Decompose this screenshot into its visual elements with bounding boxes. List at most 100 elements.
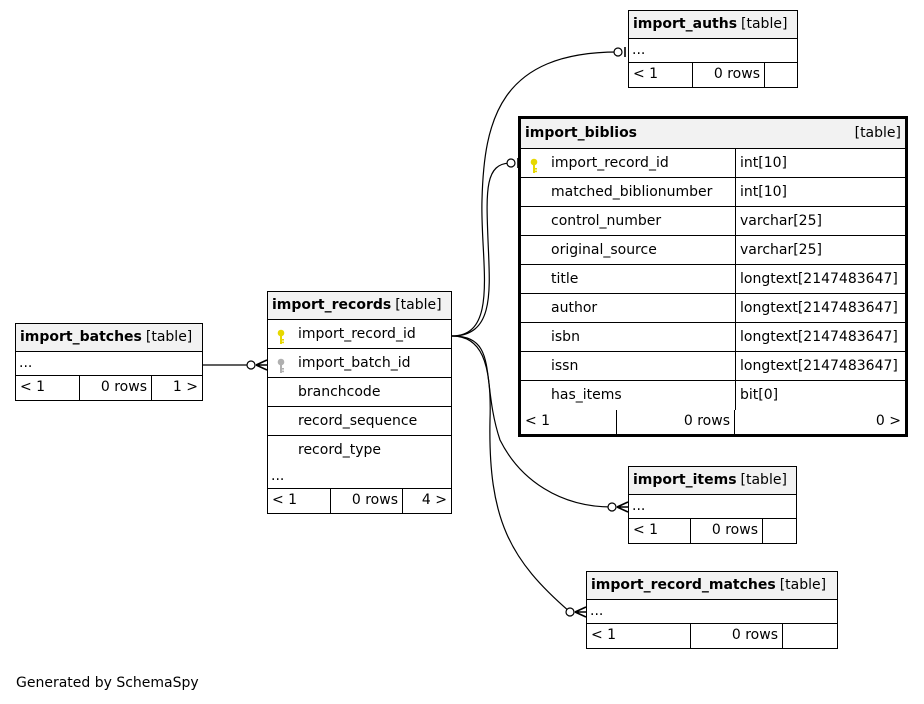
foreign-key-icon [276,356,286,373]
more-columns: ... [268,465,451,489]
column-name-text: isbn [551,329,580,345]
table-import-auths[interactable]: import_auths[table] ... < 1 0 rows [628,10,798,88]
parents-count[interactable]: < 1 [629,63,693,87]
row-count: 0 rows [80,376,152,400]
column-name-text: matched_biblionumber [551,184,713,200]
parents-count[interactable]: < 1 [521,410,617,434]
table-header: import_biblios [table] [521,119,905,149]
column-name-text: import_batch_id [298,355,411,371]
column-row[interactable]: matched_biblionumber int[10] [521,178,905,207]
edge-marker-matches-optional [565,607,575,617]
table-type-tag: [table] [741,16,788,32]
column-row[interactable]: has_items bit[0] [521,381,905,410]
primary-key-icon [529,156,539,173]
table-import-items[interactable]: import_items[table] ... < 1 0 rows [628,466,797,544]
column-name: import_record_id [268,320,451,348]
table-header: import_auths[table] [629,11,797,39]
column-name: title [521,265,735,293]
parents-count[interactable]: < 1 [629,519,691,543]
column-type: varchar[25] [735,236,905,264]
row-count: 0 rows [617,410,735,434]
column-name: matched_biblionumber [521,178,735,206]
column-name-text: issn [551,358,579,374]
parents-count[interactable]: < 1 [16,376,80,400]
column-name: isbn [521,323,735,351]
more-columns: ... [587,600,837,624]
column-row[interactable]: branchcode [268,378,451,407]
parents-count[interactable]: < 1 [268,489,331,513]
row-count: 0 rows [331,489,403,513]
column-name: original_source [521,236,735,264]
children-count[interactable]: 1 > [172,379,198,395]
edge-marker-records-optional [246,360,256,370]
edge-marker-records-many [255,359,268,371]
column-name-text: control_number [551,213,662,229]
table-name: import_auths [633,16,738,32]
column-type: longtext[2147483647] [735,352,905,380]
children-count[interactable] [783,624,837,648]
table-header: import_records[table] [268,292,451,320]
column-name-text: has_items [551,387,622,403]
children-count[interactable] [763,519,796,543]
table-header: import_items[table] [629,467,796,495]
column-row[interactable]: issn longtext[2147483647] [521,352,905,381]
row-count: 0 rows [691,519,763,543]
table-footer: < 1 0 rows [629,63,797,87]
column-name-text: import_record_id [551,155,669,171]
column-name: import_record_id [521,149,735,177]
more-columns: ... [629,495,796,519]
column-row[interactable]: record_type [268,436,451,465]
row-count: 0 rows [691,624,783,648]
column-row[interactable]: title longtext[2147483647] [521,265,905,294]
more-columns: ... [16,352,202,376]
column-type: longtext[2147483647] [735,265,905,293]
table-footer: < 1 0 rows 4 > [268,489,451,513]
table-footer: < 1 0 rows 0 > [521,410,905,434]
column-row[interactable]: import_batch_id [268,349,451,378]
more-columns: ... [629,39,797,63]
column-name: record_type [268,436,451,465]
table-name: import_items [633,472,737,488]
table-header: import_batches[table] [16,324,202,352]
edge-marker-items-optional [607,502,617,512]
children-count[interactable] [765,63,797,87]
column-type: int[10] [735,149,905,177]
edge-marker-items-many [616,501,629,513]
edge-records-biblios [451,162,512,337]
table-type-tag: [table] [145,329,193,345]
column-row[interactable]: record_sequence [268,407,451,436]
table-name: import_record_matches [591,577,776,593]
column-type: longtext[2147483647] [735,294,905,322]
column-type: bit[0] [735,381,905,410]
table-name: import_biblios [525,125,638,141]
column-row[interactable]: import_record_id int[10] [521,149,905,178]
column-name: author [521,294,735,322]
table-import-record-matches[interactable]: import_record_matches[table] ... < 1 0 r… [586,571,838,649]
column-name-text: import_record_id [298,326,416,342]
edge-marker-auths-optional [613,47,623,57]
children-count[interactable]: 0 > [875,413,901,429]
column-name-text: original_source [551,242,657,258]
table-footer: < 1 0 rows 1 > [16,376,202,400]
column-row[interactable]: import_record_id [268,320,451,349]
children-count[interactable]: 4 > [421,492,447,508]
column-name-text: record_type [298,442,381,458]
table-import-batches[interactable]: import_batches[table] ... < 1 0 rows 1 > [15,323,203,401]
table-footer: < 1 0 rows [629,519,796,543]
column-type: int[10] [735,178,905,206]
generated-by-label: Generated by SchemaSpy [16,675,199,691]
column-name-text: branchcode [298,384,381,400]
parents-count[interactable]: < 1 [587,624,691,648]
column-type: varchar[25] [735,207,905,235]
column-name: issn [521,352,735,380]
column-name: record_sequence [268,407,451,435]
column-row[interactable]: control_number varchar[25] [521,207,905,236]
column-name-text: title [551,271,579,287]
edge-marker-matches-many [574,606,587,618]
edge-marker-biblios-optional [506,158,516,168]
column-row[interactable]: original_source varchar[25] [521,236,905,265]
